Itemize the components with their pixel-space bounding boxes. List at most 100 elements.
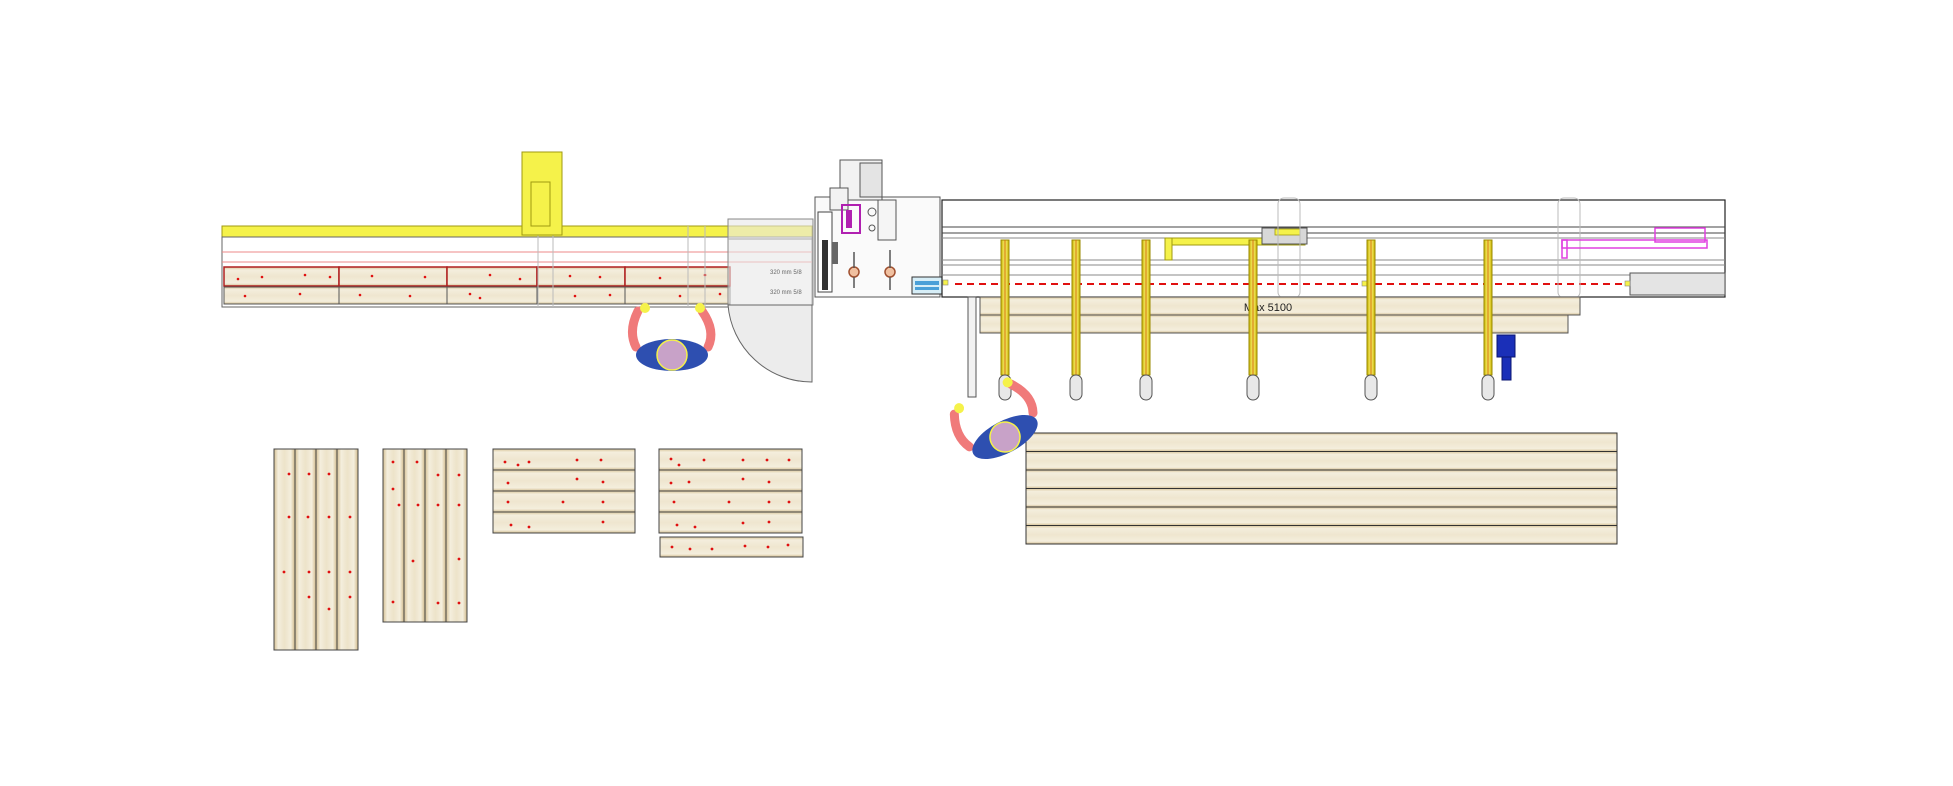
- stacked-board: [658, 448, 803, 471]
- infeed-guides: [537, 226, 706, 307]
- defect-mark: [575, 458, 579, 462]
- defect-mark: [307, 595, 311, 599]
- stacked-board: [658, 469, 803, 492]
- defect-mark: [672, 500, 676, 504]
- defect-mark: [416, 503, 420, 507]
- defect-mark: [787, 458, 791, 462]
- defect-mark: [348, 595, 352, 599]
- stack-horizontal-2: [658, 448, 804, 558]
- defect-mark: [767, 520, 771, 524]
- output-board: [1025, 432, 1618, 452]
- defect-mark: [327, 607, 331, 611]
- defect-mark: [693, 525, 697, 529]
- fence-post-icon: [1069, 239, 1083, 401]
- blue-drive-unit: [1496, 334, 1516, 381]
- defect-mark: [601, 480, 605, 484]
- stacked-board: [445, 448, 468, 623]
- output-board: [1025, 506, 1618, 526]
- stack-vertical-2: [382, 448, 468, 623]
- defect-mark: [503, 460, 507, 464]
- defect-mark: [527, 525, 531, 529]
- defect-mark: [741, 521, 745, 525]
- defect-mark: [348, 570, 352, 574]
- infeed-board-row-top: [223, 266, 731, 287]
- defect-mark: [767, 500, 771, 504]
- defect-mark: [516, 463, 520, 467]
- defect-mark: [348, 515, 352, 519]
- defect-mark: [391, 487, 395, 491]
- defect-mark: [282, 570, 286, 574]
- operator-icon: [628, 303, 716, 371]
- output-board: [1025, 469, 1618, 489]
- defect-mark: [327, 515, 331, 519]
- infeed-yellow-rail: [221, 225, 813, 238]
- defect-mark: [710, 547, 714, 551]
- defect-mark: [307, 570, 311, 574]
- defect-mark: [599, 458, 603, 462]
- defect-mark: [506, 481, 510, 485]
- defect-mark: [436, 601, 440, 605]
- stack-vertical-1: [273, 448, 359, 651]
- defect-mark: [702, 458, 706, 462]
- defect-mark: [457, 557, 461, 561]
- defect-mark: [391, 460, 395, 464]
- defect-mark: [509, 523, 513, 527]
- defect-mark: [670, 545, 674, 549]
- infeed-board-row-bottom: [223, 286, 731, 305]
- defect-mark: [457, 503, 461, 507]
- defect-mark: [787, 500, 791, 504]
- defect-mark: [669, 457, 673, 461]
- defect-mark: [675, 523, 679, 527]
- outfeed-boards: Max 5100: [979, 296, 1581, 334]
- defect-mark: [327, 472, 331, 476]
- saw-unit: [814, 159, 941, 298]
- defect-mark: [506, 500, 510, 504]
- defect-mark: [397, 503, 401, 507]
- guard-text-2: 320 mm 5/8: [770, 290, 802, 296]
- stacked-board: [658, 490, 803, 513]
- infeed-table: [221, 225, 813, 308]
- stacked-board: [492, 511, 636, 534]
- stacked-board: [492, 448, 636, 471]
- stacked-board: [315, 448, 338, 651]
- outfeed-stop-arm: [1164, 227, 1308, 261]
- fence-post-icon: [1364, 239, 1378, 401]
- output-stack: [1025, 432, 1618, 545]
- fence-post-icon: [998, 239, 1012, 401]
- defect-mark: [688, 547, 692, 551]
- output-board: [1025, 525, 1618, 545]
- defect-mark: [687, 480, 691, 484]
- defect-mark: [391, 600, 395, 604]
- defect-mark: [415, 460, 419, 464]
- defect-mark: [327, 570, 331, 574]
- defect-mark: [457, 473, 461, 477]
- stacked-board: [659, 536, 804, 558]
- stacked-board: [294, 448, 317, 651]
- operator-icon: [949, 377, 1038, 460]
- stacked-board: [424, 448, 447, 623]
- defect-mark: [527, 460, 531, 464]
- defect-mark: [743, 544, 747, 548]
- defect-mark: [677, 463, 681, 467]
- defect-mark: [766, 545, 770, 549]
- output-board: [1025, 488, 1618, 508]
- fence-post-icon: [1481, 239, 1495, 401]
- defect-mark: [436, 503, 440, 507]
- defect-mark: [436, 473, 440, 477]
- defect-marks-infeed: [236, 273, 722, 300]
- defect-mark: [411, 559, 415, 563]
- defect-mark: [601, 500, 605, 504]
- safety-guard: 320 mm 5/8 320 mm 5/8: [727, 218, 814, 383]
- defect-mark: [741, 458, 745, 462]
- support-arms: [998, 239, 1495, 401]
- outfeed-side-guide: [967, 296, 977, 398]
- stacked-board: [382, 448, 405, 623]
- stacked-board: [492, 469, 636, 492]
- defect-mark: [307, 472, 311, 476]
- control-panel-icon[interactable]: [911, 276, 943, 295]
- defect-mark: [741, 477, 745, 481]
- defect-mark: [601, 520, 605, 524]
- guard-text-1: 320 mm 5/8: [770, 270, 802, 276]
